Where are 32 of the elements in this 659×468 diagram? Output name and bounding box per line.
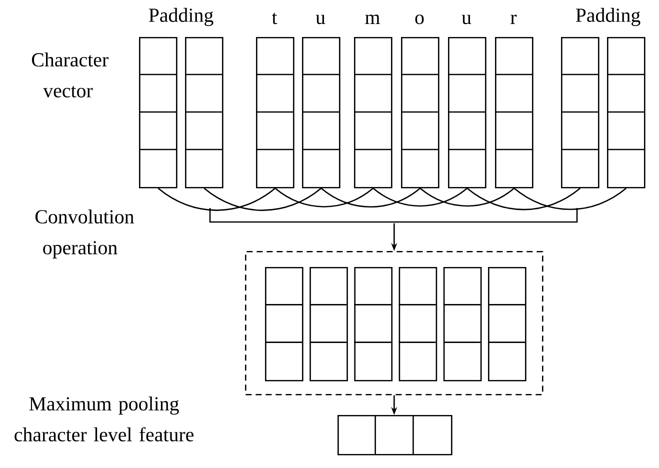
vector-column	[561, 37, 600, 188]
side-label: Character vector	[32, 52, 108, 98]
convolution-arc	[204, 188, 322, 211]
convolution-arc	[514, 188, 627, 210]
side-label: Convolution operation	[35, 210, 134, 258]
convolution-arc	[466, 188, 581, 210]
character-letter: o	[415, 14, 424, 24]
vector-column	[139, 37, 178, 188]
convolution-arc	[274, 188, 374, 208]
vector-column	[310, 267, 348, 382]
vector-column	[354, 267, 392, 382]
side-label: Maximum pooling character level feature	[14, 396, 194, 442]
convolution-arc	[372, 188, 468, 207]
character-letter: u	[316, 14, 326, 24]
vector-column	[265, 267, 304, 382]
vector-column	[443, 267, 482, 382]
vector-column	[398, 267, 438, 382]
pooled-vector	[338, 415, 452, 456]
character-letter: u	[462, 14, 472, 24]
bracket	[209, 208, 578, 223]
vector-column	[488, 267, 526, 382]
padding-label: Padding	[148, 8, 214, 26]
character-letter: t	[272, 12, 278, 24]
character-letter: m	[365, 14, 380, 24]
convolution-arc	[320, 188, 421, 208]
vector-column	[607, 37, 646, 188]
padding-label: Padding	[576, 8, 640, 26]
character-letter: r	[510, 14, 517, 24]
dashed-frame	[245, 250, 544, 396]
convolution-arc	[420, 188, 515, 207]
vector-column	[185, 37, 224, 188]
convolution-arc	[158, 188, 276, 211]
